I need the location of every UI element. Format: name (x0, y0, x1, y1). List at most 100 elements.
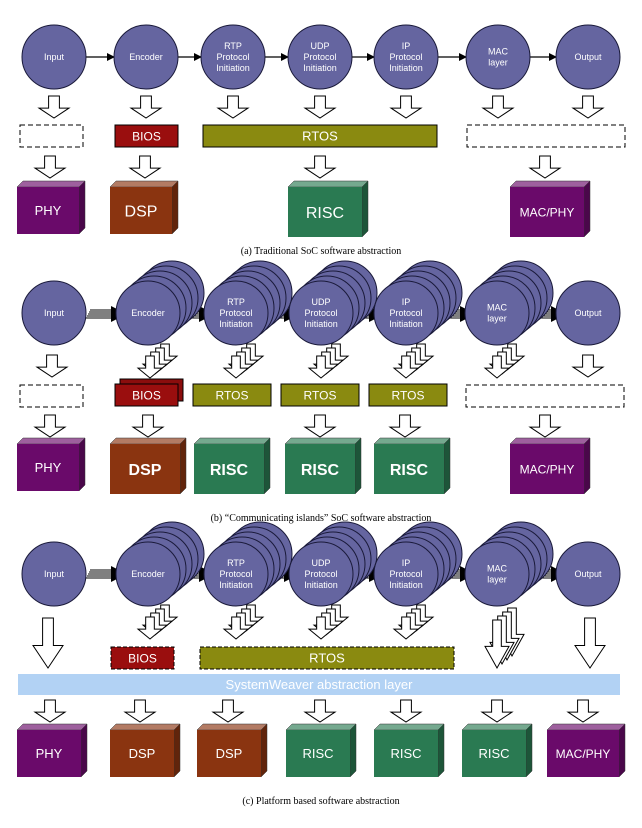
rtos-box-label: RTOS (302, 129, 338, 144)
risc-block-label: RISC (306, 205, 344, 222)
down-arrow (33, 155, 67, 179)
ip-label: Protocol (389, 52, 422, 62)
risc-block-1-side (349, 723, 357, 778)
phy-block: PHY (16, 723, 88, 778)
rtos-box-2 (280, 383, 360, 407)
down-arrow (136, 616, 164, 640)
output-label: Output (574, 52, 602, 62)
rtos-box (202, 124, 438, 148)
macphy-block-label: MAC/PHY (520, 205, 575, 219)
rtos-box-3 (368, 383, 448, 407)
phy-block-face (17, 187, 79, 234)
risc-block-2-label: RISC (390, 746, 421, 761)
encoder-label: Encoder (129, 52, 163, 62)
risc-block-1-label: RISC (302, 746, 333, 761)
caption-a: (a) Traditional SoC software abstraction (241, 246, 402, 257)
output-circle (555, 541, 621, 607)
dsp-block-side (179, 437, 187, 495)
udp-circle (288, 541, 354, 607)
ip-circle (373, 280, 439, 346)
dsp-block-label: DSP (129, 462, 162, 479)
dsp-block-face (110, 444, 180, 494)
risc-block-3: RISC (373, 437, 451, 495)
macphy-block: MAC/PHY (509, 437, 591, 495)
macphy-block-top (546, 723, 626, 731)
down-arrow (222, 616, 250, 640)
bios-box (110, 646, 175, 670)
risc-block-3-top (461, 723, 533, 731)
udp-label: UDP (311, 558, 330, 568)
captions: (a) Traditional SoC software abstraction… (211, 246, 432, 807)
down-arrow (211, 699, 245, 723)
down-arrow (483, 355, 511, 379)
output-label: Output (574, 308, 602, 318)
rtos-box-2-label: RTOS (304, 388, 337, 402)
empty-software-slot (19, 124, 84, 148)
down-arrow (37, 95, 71, 119)
down-arrow (392, 616, 420, 640)
dsp-block-1: DSP (109, 723, 181, 778)
phy-block-top (16, 723, 88, 731)
down-arrow (303, 155, 337, 179)
rtp-label: RTP (227, 297, 245, 307)
dsp-block-1-label: DSP (129, 746, 156, 761)
dsp-block-label: DSP (125, 203, 158, 220)
risc-block-2-face (374, 730, 438, 777)
mac-label: layer (487, 314, 507, 324)
down-arrow (392, 355, 420, 379)
risc-block-2-side (354, 437, 362, 495)
encoder-label: Encoder (131, 308, 165, 318)
macphy-block-face (547, 730, 619, 777)
dsp-block-2-side (260, 723, 268, 778)
output-node: Output (555, 24, 621, 90)
udp-label: Protocol (304, 308, 337, 318)
ip-label: IP (402, 297, 411, 307)
dsp-block-side (171, 180, 179, 235)
down-arrow (303, 699, 337, 723)
rtp-label: Protocol (216, 52, 249, 62)
dsp-block-2-label: DSP (216, 746, 243, 761)
risc-block-2-face (285, 444, 355, 494)
phy-block-side (78, 180, 86, 235)
connectors (32, 53, 606, 723)
encoder-circle (113, 24, 179, 90)
input-node: Input (21, 24, 87, 90)
rtp-circle (203, 541, 269, 607)
udp-label: Protocol (303, 52, 336, 62)
risc-block-face (288, 187, 362, 237)
dsp-block-1-top (109, 723, 181, 731)
risc-block-2-top (284, 437, 362, 445)
udp-label: Initiation (304, 319, 338, 329)
dsp-block: DSP (109, 180, 179, 235)
mac-label: layer (487, 575, 507, 585)
ip-label: Protocol (389, 308, 422, 318)
down-arrow (480, 699, 514, 723)
dsp-block-face (110, 187, 172, 234)
caption-b: (b) “Communicating islands” SoC software… (211, 513, 432, 524)
input-node: Input (21, 541, 87, 607)
macphy-block-label: MAC/PHY (556, 747, 611, 761)
empty-software-slot (466, 124, 626, 148)
rtos-box-1 (192, 383, 272, 407)
bios-box-label: BIOS (132, 388, 161, 402)
risc-block-side (361, 180, 369, 238)
risc-block-1-label: RISC (210, 462, 249, 479)
down-arrow (307, 355, 335, 379)
rtp-label: RTP (224, 41, 242, 51)
mac-circle (464, 280, 530, 346)
risc-block-3-label: RISC (390, 462, 429, 479)
output-node: Output (555, 541, 621, 607)
macphy-block-top (509, 180, 591, 188)
dsp-block: DSP (109, 437, 187, 495)
mac-label: MAC (487, 303, 508, 313)
down-arrow (35, 354, 69, 378)
